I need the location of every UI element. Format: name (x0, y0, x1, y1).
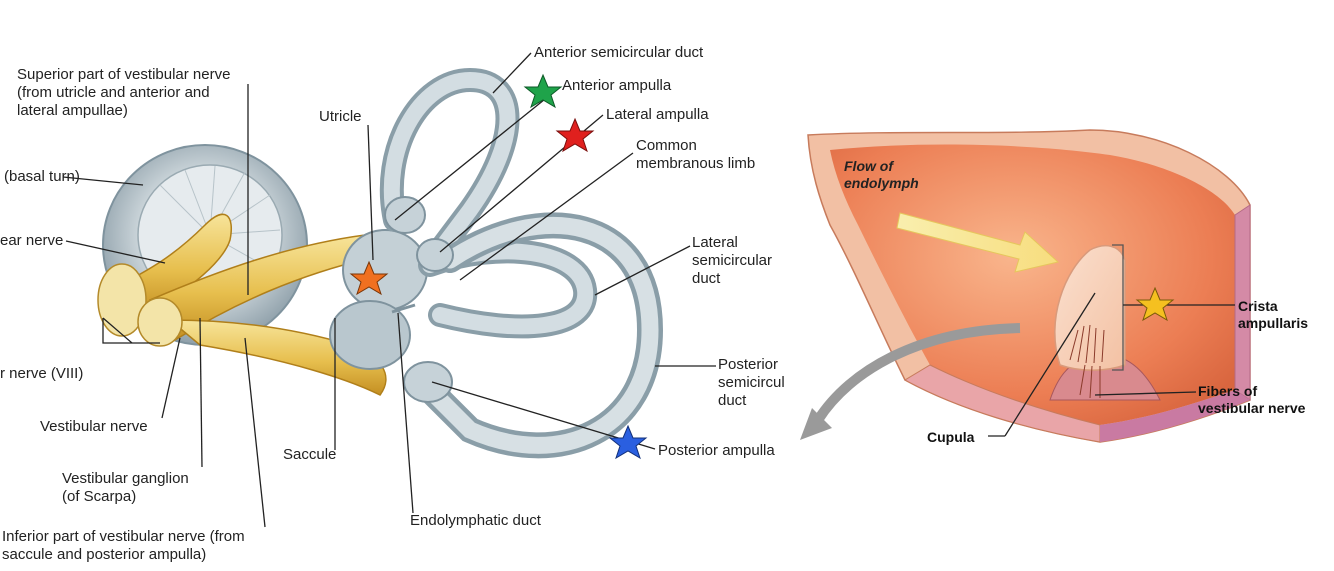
anterior-ampulla (384, 196, 426, 234)
utricle-star (349, 260, 389, 296)
label-cupula: Cupula (927, 429, 975, 445)
crista-bracket (1112, 244, 1124, 371)
label-fibers-vestibular-nerve: Fibers of vestibular nerve (1198, 383, 1306, 416)
label-nerve-viii: r nerve (VIII) (0, 365, 84, 382)
label-superior-part: Superior part of vestibular nerve (from … (17, 66, 231, 119)
saccule-sac (329, 300, 411, 370)
endolymphatic-duct-shape (391, 303, 416, 314)
lateral-ampulla-star (555, 117, 595, 153)
label-posterior-ampulla: Posterior ampulla (658, 442, 775, 459)
grey-curved-arrow (813, 323, 1021, 423)
label-anterior-ampulla: Anterior ampulla (562, 77, 672, 94)
label-vestibular-nerve: Vestibular nerve (40, 418, 148, 435)
posterior-ampulla-star (608, 424, 648, 460)
ampulla-cavity (830, 144, 1235, 426)
ampulla-cut-face (1100, 390, 1250, 442)
cupula (1054, 244, 1126, 371)
label-inferior-part: Inferior part of vestibular nerve (from … (2, 528, 245, 563)
label-common-membranous-limb: Common membranous limb (636, 137, 756, 172)
labyrinth-illustration (97, 67, 664, 459)
label-lateral-semicircular-duct: Lateral semicircular duct (692, 234, 773, 287)
label-cochlear-nerve: ear nerve (0, 232, 64, 249)
label-lateral-ampulla: Lateral ampulla (606, 106, 709, 123)
label-anterior-semicircular-duct: Anterior semicircular duct (534, 44, 704, 61)
label-crista-ampullaris: Crista ampullaris (1238, 298, 1309, 331)
flow-arrow (896, 212, 1060, 273)
label-posterior-semicircular-duct: Posterior semicircul duct (718, 356, 785, 409)
lateral-ampulla (416, 238, 454, 272)
inferior-vestibular-branch (167, 319, 387, 396)
nerve-cut-end-2 (137, 297, 183, 347)
hair-cell-fibers (1069, 324, 1105, 399)
right-leader-lines (988, 292, 1235, 437)
nerve-cut-end-1 (97, 263, 147, 337)
label-saccule: Saccule (283, 446, 337, 463)
label-vestibular-ganglion: Vestibular ganglion (of Scarpa) (62, 470, 189, 505)
anterior-ampulla-star (523, 73, 563, 109)
label-flow-of-endolymph: Flow of endolymph (844, 158, 919, 191)
crista-star (1135, 286, 1175, 322)
label-endolymphatic-duct: Endolymphatic duct (410, 512, 541, 529)
ampulla-illustration (800, 129, 1251, 443)
label-basal-turn: (basal turn) (4, 168, 80, 185)
label-utricle: Utricle (319, 108, 362, 125)
utricle-sac (342, 229, 428, 311)
posterior-ampulla (403, 361, 453, 403)
